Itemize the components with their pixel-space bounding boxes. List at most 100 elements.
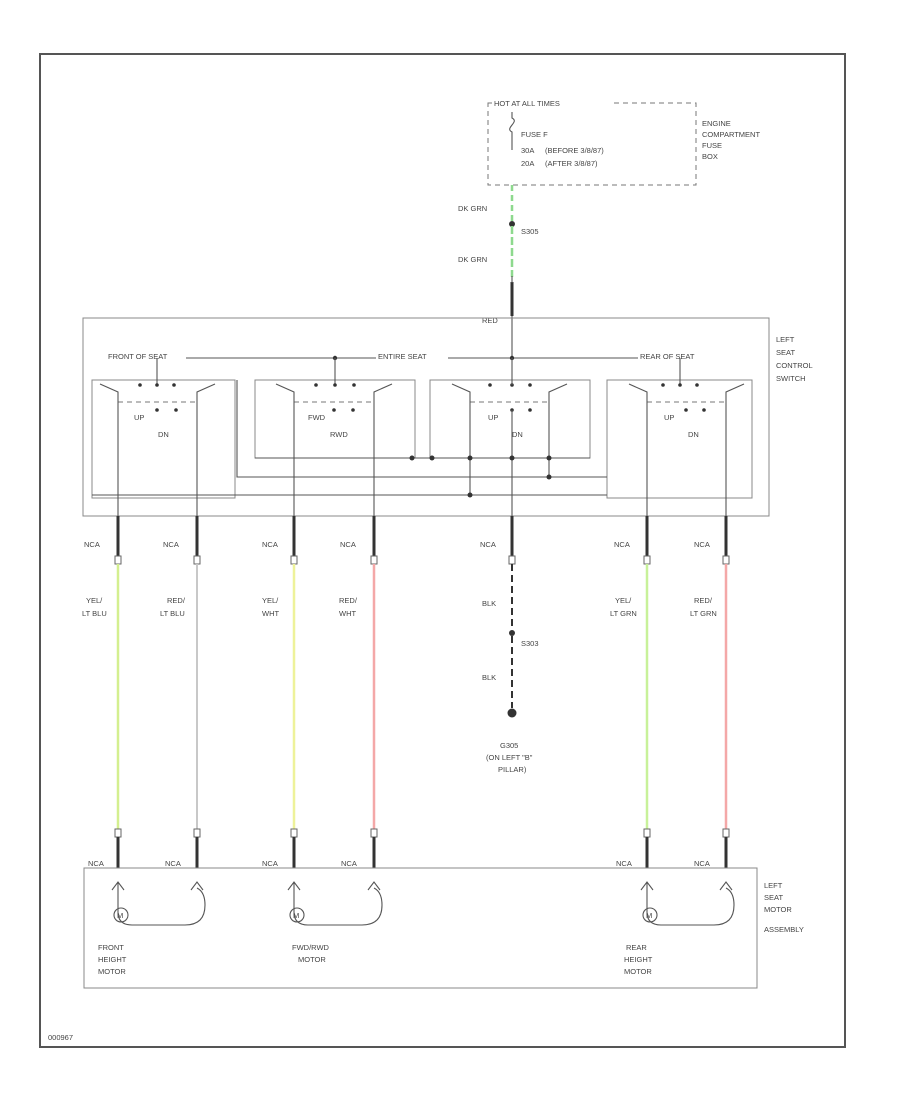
switch-1-up-label: UP	[134, 413, 144, 422]
wire-red-wht: NCA RED/ WHT NCA	[339, 516, 378, 868]
switch-name-4: SWITCH	[776, 374, 806, 383]
wire-2-bottom-connector: NCA	[165, 859, 181, 868]
fwd-rwd-motor: M FWD/RWD MOTOR	[287, 881, 383, 964]
rear-motor-label-1: REAR	[626, 943, 647, 952]
switch-4-dn-label: DN	[688, 430, 699, 439]
switch-section-rear-height: UP DN	[606, 358, 753, 516]
motor-assembly-name-2: SEAT	[764, 893, 783, 902]
diagram-frame	[39, 53, 846, 1048]
fuse-box-name-1: ENGINE	[702, 119, 731, 128]
wire-6-bottom-connector: NCA	[694, 859, 710, 868]
switch-name-2: SEAT	[776, 348, 795, 357]
switch-outline	[82, 317, 770, 517]
wire-1-bottom-connector: NCA	[88, 859, 104, 868]
wire-4-top-connector: NCA	[340, 540, 356, 549]
ground-splice-dot	[509, 630, 515, 636]
feed-wire-bottom-color: DK GRN	[458, 255, 487, 264]
feed-wire: DK GRN S305 DK GRN RED	[458, 185, 539, 358]
ground-wire-bottom-color: BLK	[482, 673, 496, 682]
front-motor-label-1: FRONT	[98, 943, 124, 952]
feed-splice-label: S305	[521, 227, 539, 236]
motor-assembly-outline	[83, 867, 758, 989]
wire-3-color-2: WHT	[262, 609, 279, 618]
switch-blade-1a	[99, 383, 119, 400]
wire-1-top-connector: NCA	[84, 540, 100, 549]
wire-red-lt-blu: NCA RED/ LT BLU NCA	[160, 516, 201, 868]
fwd-motor-icon	[289, 907, 305, 923]
wire-red-lt-grn: NCA RED/ LT GRN NCA	[690, 516, 730, 868]
entire-seat-label: ENTIRE SEAT	[378, 352, 427, 361]
wire-4-bottom-connector: NCA	[341, 859, 357, 868]
switch-blade-4b	[725, 383, 745, 400]
wire-4-color-1: RED/	[339, 596, 358, 605]
wire-2-top-connector: NCA	[163, 540, 179, 549]
wire-5-bottom-connector: NCA	[616, 859, 632, 868]
switch-blade-4a	[628, 383, 648, 400]
switch-2-rwd-label: RWD	[330, 430, 348, 439]
fuse-name: FUSE F	[521, 130, 548, 139]
hot-at-all-times-label: HOT AT ALL TIMES	[494, 99, 560, 108]
wire-6-color-2: LT GRN	[690, 609, 717, 618]
fuse-box-name-3: FUSE	[702, 141, 722, 150]
seat-control-switch: LEFT SEAT CONTROL SWITCH FRONT OF SEAT E…	[82, 317, 813, 517]
fuse-rating-1: 30A	[521, 146, 534, 155]
front-motor-symbol: M	[117, 911, 123, 920]
wire-5-color-1: YEL/	[615, 596, 632, 605]
ground-location-2: PILLAR)	[498, 765, 527, 774]
image-id: 000967	[48, 1033, 73, 1042]
fuse-box: HOT AT ALL TIMES FUSE F 30A (BEFORE 3/8/…	[487, 98, 760, 186]
fuse-box-outline	[487, 102, 697, 186]
fuse-symbol	[509, 112, 515, 150]
wire-2-color-1: RED/	[167, 596, 186, 605]
switch-2-fwd-label: FWD	[308, 413, 326, 422]
seat-motor-assembly: LEFT SEAT MOTOR ASSEMBLY M FRONT HEIGHT …	[83, 867, 804, 989]
switch-section-2-outline	[254, 379, 416, 459]
switch-section-3-outline	[429, 379, 591, 459]
front-motor-label-2: HEIGHT	[98, 955, 127, 964]
wire-3-color-1: YEL/	[262, 596, 279, 605]
fuse-box-name-4: BOX	[702, 152, 718, 161]
fuse-note-2: (AFTER 3/8/87)	[545, 159, 598, 168]
rear-motor-label-2: HEIGHT	[624, 955, 653, 964]
switch-blade-3a	[451, 383, 471, 400]
wire-2-color-2: LT BLU	[160, 609, 185, 618]
ground-splice-label: S303	[521, 639, 539, 648]
fwd-motor-symbol: M	[293, 911, 299, 920]
front-motor-label-3: MOTOR	[98, 967, 126, 976]
ground-name: G305	[500, 741, 518, 750]
switch-blade-2a	[275, 383, 295, 400]
fuse-box-name-2: COMPARTMENT	[702, 130, 760, 139]
ground-wire: NCA BLK S303 BLK G305 (ON LEFT "B" PILLA…	[480, 516, 539, 774]
wire-6-color-1: RED/	[694, 596, 713, 605]
feed-connector-label: RED	[482, 316, 498, 325]
wire-yel-lt-blu: NCA YEL/ LT BLU NCA	[82, 516, 122, 868]
wire-3-top-connector: NCA	[262, 540, 278, 549]
wire-4-color-2: WHT	[339, 609, 356, 618]
rear-height-motor: M REAR HEIGHT MOTOR	[624, 881, 735, 976]
motor-assembly-name-1: LEFT	[764, 881, 783, 890]
front-motor-icon	[113, 907, 129, 923]
wire-1-color-1: YEL/	[86, 596, 103, 605]
switch-name-1: LEFT	[776, 335, 795, 344]
wire-1-color-2: LT BLU	[82, 609, 107, 618]
wire-5-top-connector: NCA	[614, 540, 630, 549]
switch-section-front-height: UP DN	[91, 358, 236, 516]
feed-splice-dot	[509, 221, 515, 227]
ground-location-1: (ON LEFT "B"	[486, 753, 533, 762]
switch-blade-2b	[373, 383, 393, 400]
wire-6-top-connector: NCA	[694, 540, 710, 549]
ground-top-connector: NCA	[480, 540, 496, 549]
switch-3-up-label: UP	[488, 413, 498, 422]
switch-name-3: CONTROL	[776, 361, 813, 370]
switch-3-dn-label: DN	[512, 430, 523, 439]
wire-5-color-2: LT GRN	[610, 609, 637, 618]
fwd-motor-label-2: MOTOR	[298, 955, 326, 964]
wire-yel-wht: NCA YEL/ WHT NCA	[262, 516, 298, 868]
front-height-motor: M FRONT HEIGHT MOTOR	[98, 881, 206, 976]
switch-blade-1b	[196, 383, 216, 400]
feed-wire-top-color: DK GRN	[458, 204, 487, 213]
fuse-rating-2: 20A	[521, 159, 534, 168]
switch-1-dn-label: DN	[158, 430, 169, 439]
switch-4-up-label: UP	[664, 413, 674, 422]
